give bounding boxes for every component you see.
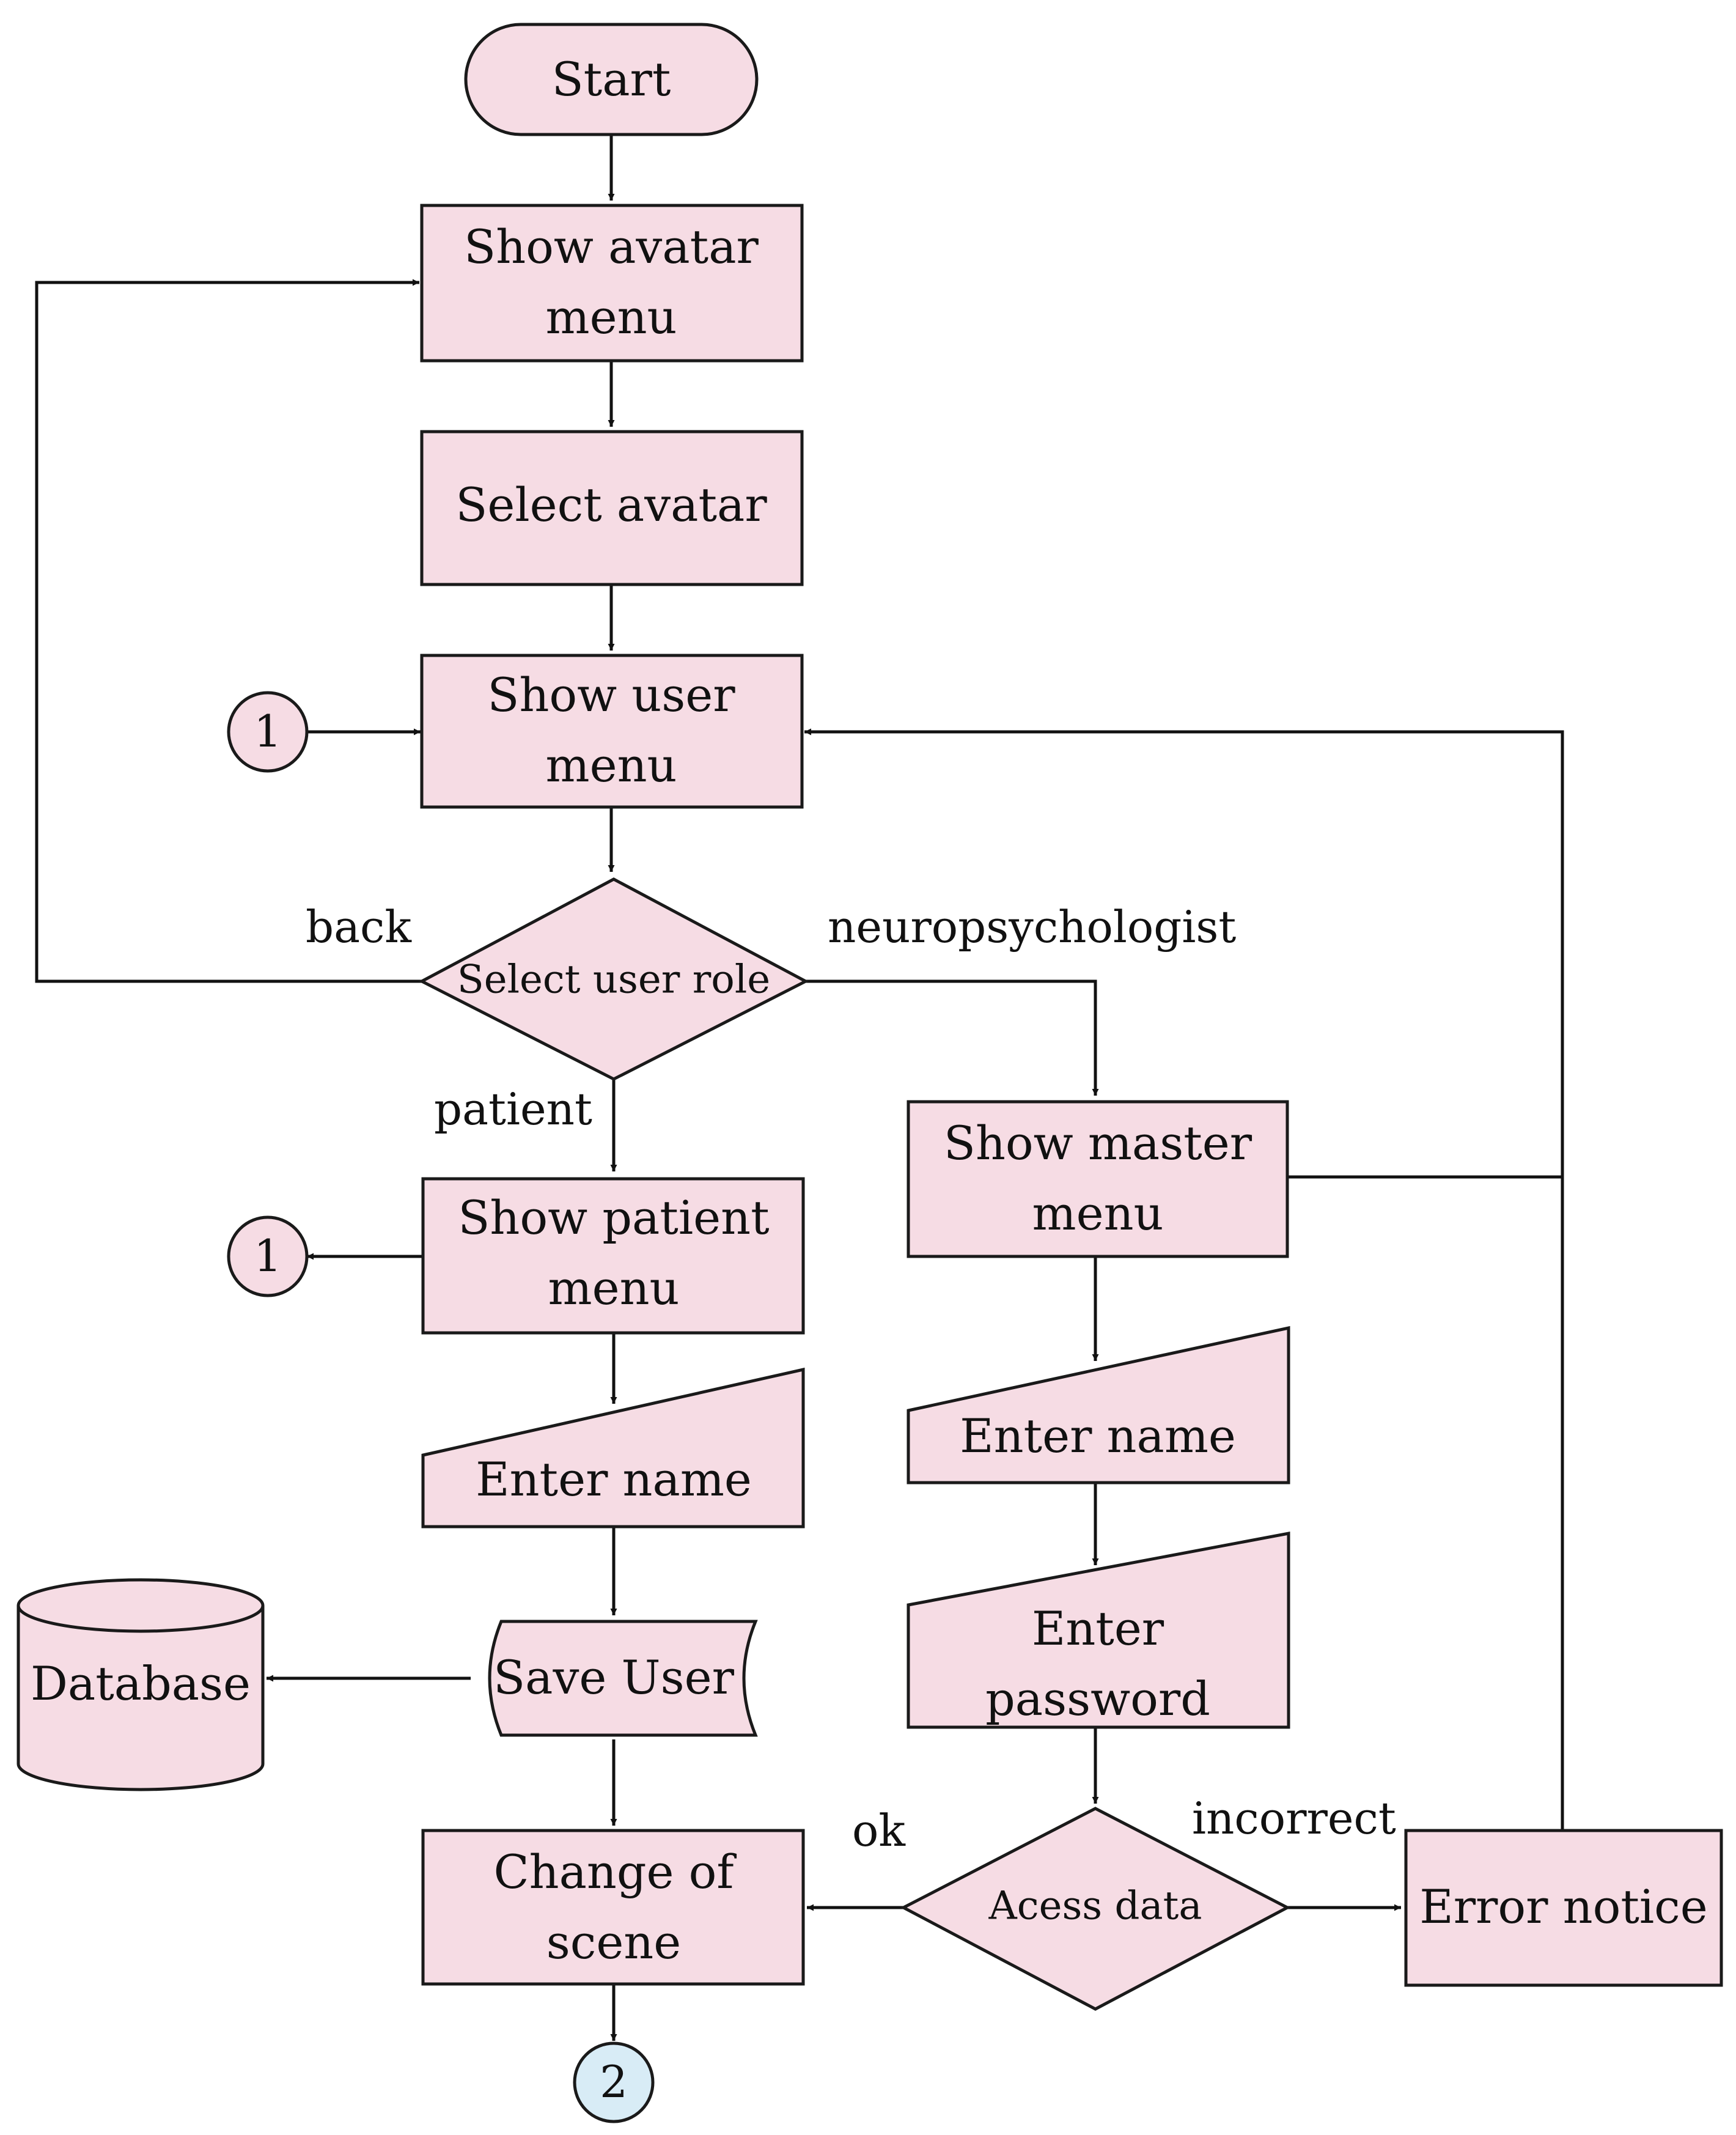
svg-text:Select user role: Select user role	[457, 957, 770, 1003]
node-select-avatar: Select avatar	[420, 430, 804, 586]
svg-text:Select avatar: Select avatar	[455, 478, 767, 532]
svg-text:Save User: Save User	[493, 1650, 734, 1705]
label-neuropsychologist: neuropsychologist	[828, 901, 1236, 953]
input-enter-name-patient: Enter name	[421, 1367, 805, 1528]
connector-1-in: 1	[227, 691, 309, 773]
svg-text:2: 2	[600, 2056, 628, 2107]
svg-text:menu: menu	[546, 290, 677, 344]
svg-text:menu: menu	[1032, 1186, 1164, 1241]
input-enter-name-master: Enter name	[907, 1326, 1290, 1484]
label-patient: patient	[434, 1083, 592, 1135]
edge-role-to-master-menu	[806, 979, 1099, 1096]
svg-text:menu: menu	[548, 1261, 680, 1315]
svg-text:Show patient: Show patient	[458, 1190, 769, 1245]
svg-text:1: 1	[254, 1230, 282, 1281]
input-enter-password: Enter password	[907, 1531, 1290, 1729]
node-error-notice: Error notice	[1404, 1829, 1723, 1987]
svg-text:1: 1	[254, 706, 282, 757]
edge-back-to-avatar-menu	[35, 279, 422, 983]
decision-access-data: Acess data	[900, 1807, 1291, 2011]
svg-text:Change of: Change of	[493, 1845, 737, 1899]
svg-text:Show master: Show master	[944, 1116, 1252, 1170]
node-start: Start	[464, 23, 759, 136]
svg-text:Start: Start	[552, 52, 671, 106]
svg-text:Database: Database	[31, 1656, 251, 1711]
svg-text:Enter name: Enter name	[476, 1452, 752, 1506]
node-show-avatar-menu: Show avatar menu	[420, 204, 804, 363]
node-show-patient-menu: Show patient menu	[421, 1177, 805, 1335]
svg-text:scene: scene	[546, 1915, 681, 1969]
label-incorrect: incorrect	[1192, 1793, 1396, 1844]
edge-error-to-user-menu	[804, 728, 1564, 1829]
edges	[35, 135, 1564, 2041]
node-show-master-menu: Show master menu	[907, 1100, 1289, 1258]
svg-text:Enter name: Enter name	[960, 1409, 1236, 1463]
node-show-user-menu: Show user menu	[420, 654, 804, 809]
svg-text:Enter: Enter	[1032, 1601, 1164, 1656]
label-back: back	[306, 901, 412, 953]
svg-text:menu: menu	[546, 738, 677, 792]
connector-2: 2	[573, 2041, 655, 2123]
connector-1-out: 1	[227, 1215, 309, 1297]
decision-select-user-role: Select user role	[418, 877, 809, 1081]
node-change-of-scene: Change of scene	[421, 1829, 805, 1986]
svg-text:Show user: Show user	[487, 668, 735, 722]
svg-text:Error notice: Error notice	[1419, 1879, 1707, 1934]
database-cylinder: Database	[17, 1578, 265, 1791]
edge-labels: back neuropsychologist patient ok incorr…	[306, 901, 1396, 1856]
stored-data-save-user: Save User	[488, 1620, 758, 1737]
label-ok: ok	[852, 1805, 906, 1856]
svg-text:Acess data: Acess data	[988, 1884, 1202, 1929]
svg-text:Show avatar: Show avatar	[464, 219, 759, 274]
svg-text:password: password	[985, 1672, 1210, 1726]
